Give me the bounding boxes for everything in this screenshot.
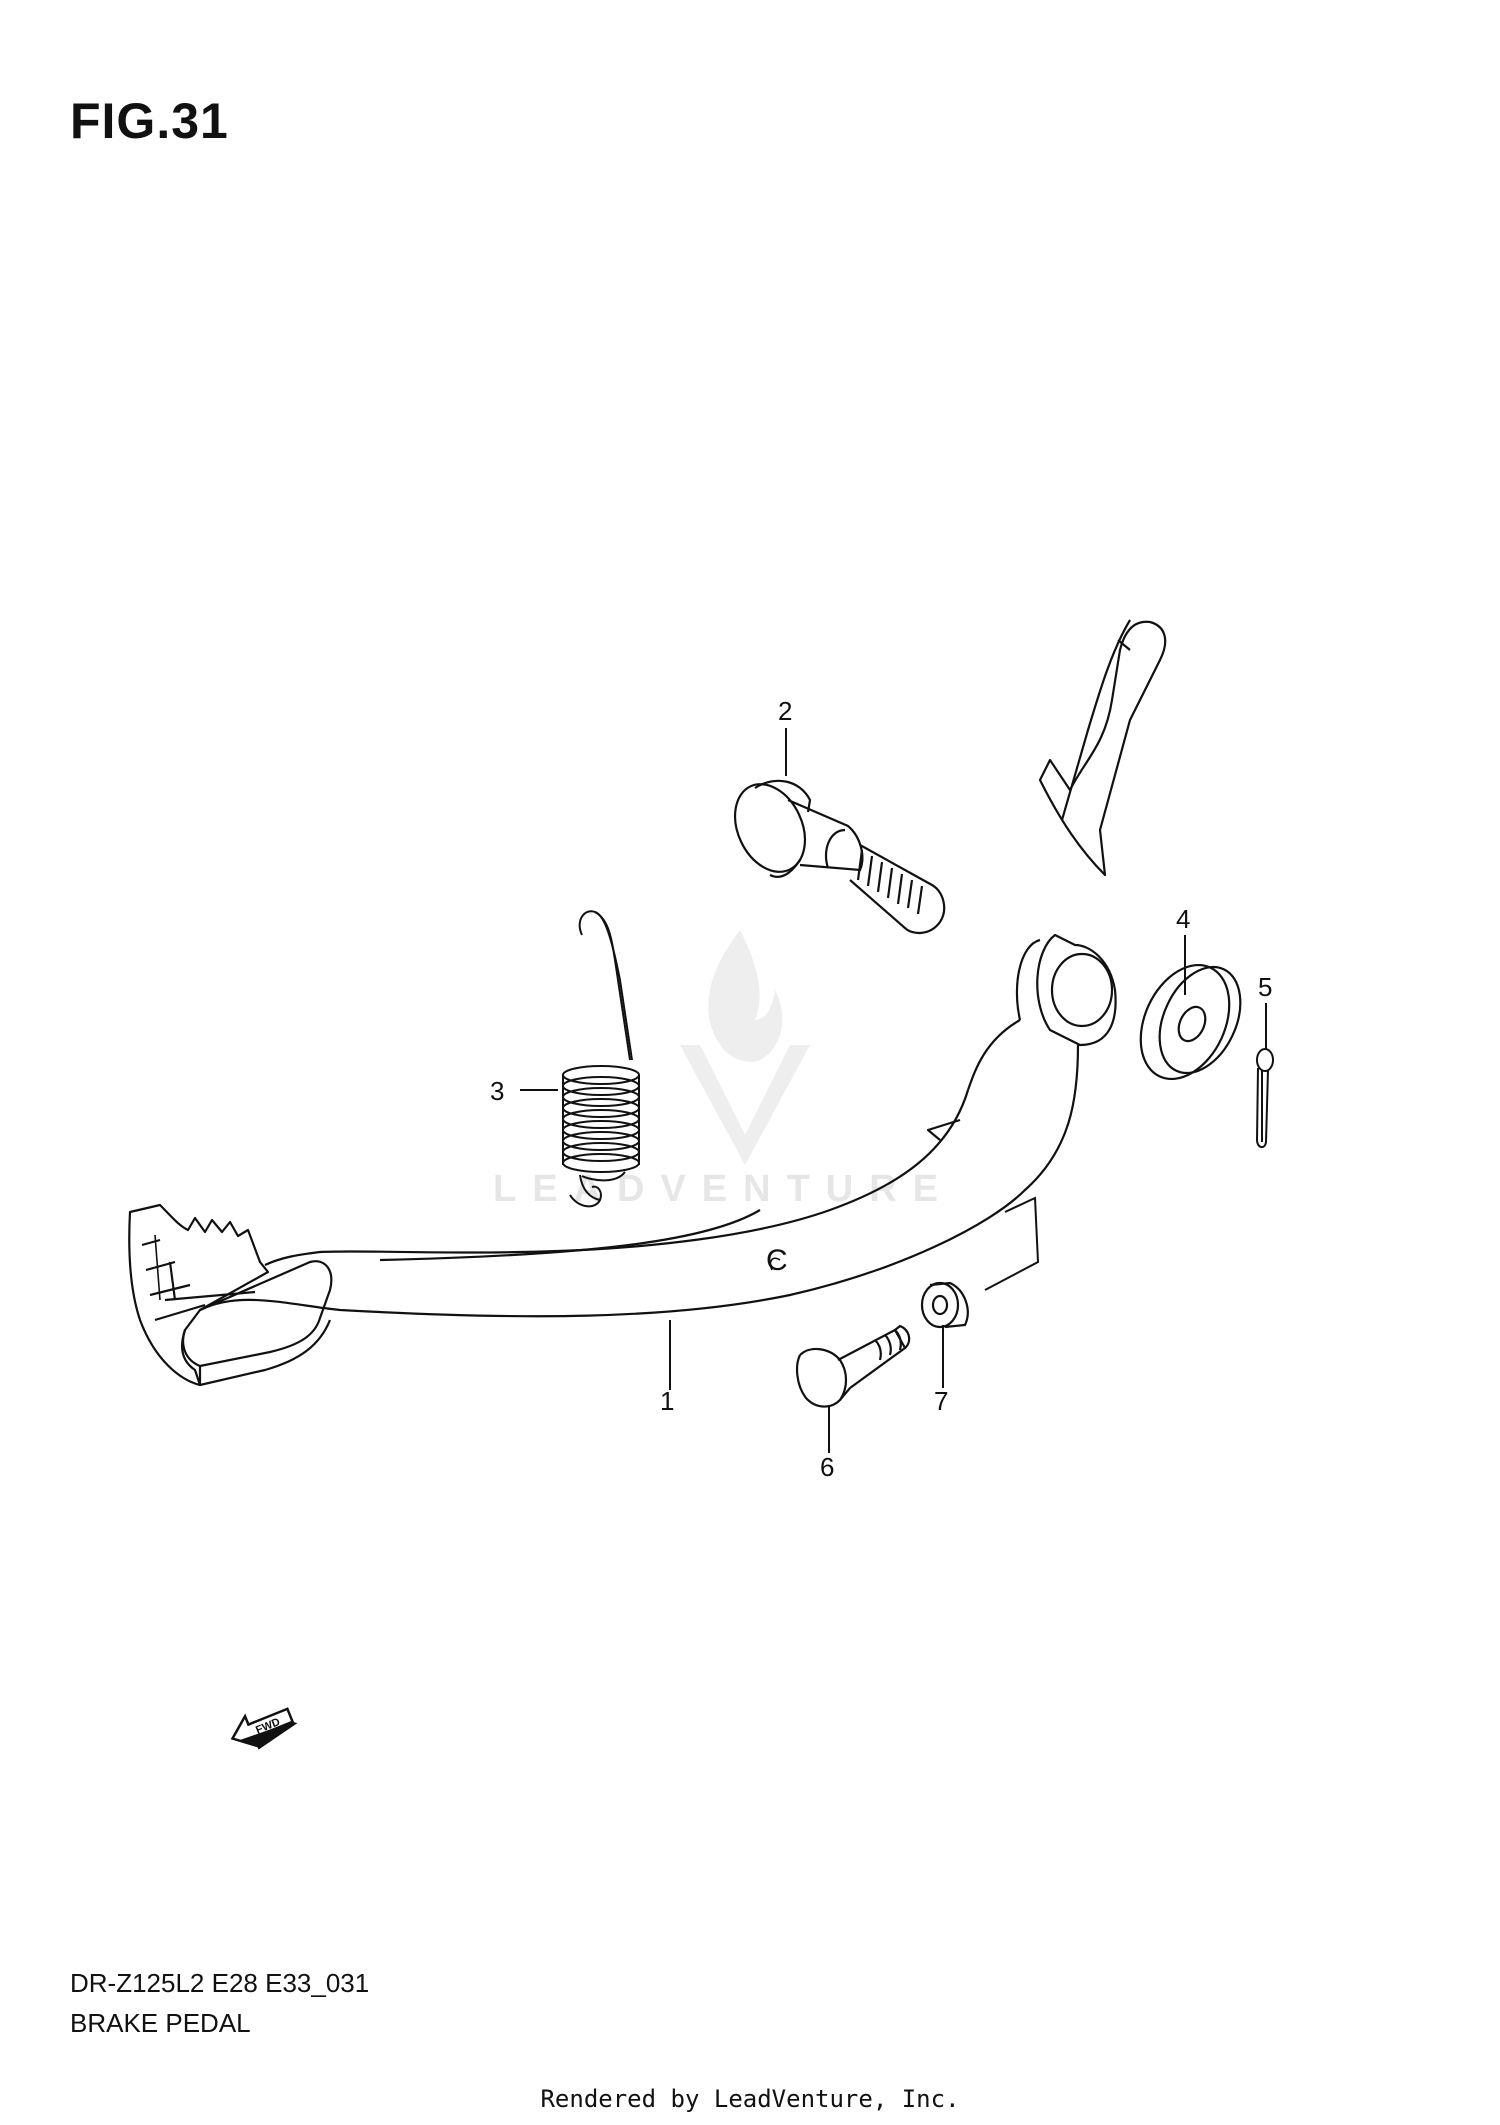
return-spring-part-3 (562, 910, 640, 1208)
figure-title: FIG.31 (70, 93, 229, 149)
callout-2: 2 (778, 696, 792, 726)
cotter-pin-part-5 (1255, 1048, 1274, 1148)
callout-5: 5 (1258, 972, 1272, 1002)
washer-part-4 (1139, 963, 1242, 1081)
callout-4: 4 (1176, 904, 1190, 934)
bolt-part-6 (795, 1324, 911, 1408)
forward-arrow-icon: FWD (230, 1707, 298, 1750)
callout-3: 3 (490, 1076, 504, 1106)
leader-lines (520, 728, 1267, 1453)
callout-1: 1 (660, 1386, 674, 1416)
render-credit: Rendered by LeadVenture, Inc. (540, 2085, 960, 2113)
part-name: BRAKE PEDAL (70, 2008, 251, 2038)
leadventure-flame-logo (680, 930, 810, 1165)
brake-pedal-part-1: C (128, 619, 1167, 1387)
callout-6: 6 (820, 1452, 834, 1482)
callout-labels: 1 2 3 4 5 6 7 (490, 696, 1272, 1482)
pedal-cast-mark: C (766, 1244, 788, 1277)
pivot-shaft-part-2 (733, 779, 946, 934)
model-code: DR-Z125L2 E28 E33_031 (70, 1968, 370, 1998)
watermark-text: LEADVENTURE (493, 1168, 955, 1210)
nut-part-7 (920, 1281, 969, 1329)
callout-7: 7 (934, 1386, 948, 1416)
